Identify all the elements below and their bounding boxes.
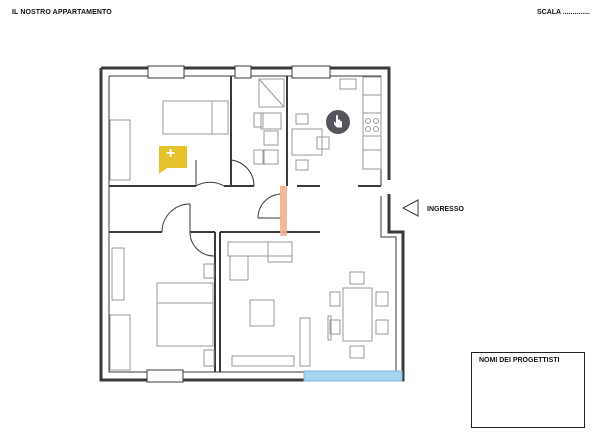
bedroom-1-furniture (109, 100, 229, 181)
window-highlight[interactable] (303, 370, 403, 382)
outer-walls (99, 66, 405, 382)
entrance-label: INGRESSO (427, 206, 464, 213)
entrance-arrow-icon (401, 199, 419, 217)
designers-label: NOMI DEI PROGETTISTI (479, 357, 560, 364)
kitchen-furniture (291, 76, 382, 171)
living-room-furniture (227, 241, 389, 367)
page-title: IL NOSTRO APPARTAMENTO (12, 9, 112, 16)
scale-label: SCALA .............. (536, 9, 590, 16)
tap-gesture-marker[interactable] (326, 110, 350, 134)
partition-highlight[interactable] (280, 186, 287, 236)
hand-pointer-icon (334, 114, 342, 128)
door-swings (161, 159, 283, 257)
hallway-furniture (111, 247, 125, 301)
bedroom-2-furniture (109, 263, 215, 371)
outer-walls-inner (108, 75, 397, 373)
bathroom-fixtures (253, 78, 285, 165)
windows (146, 65, 331, 383)
add-symbol: + (166, 145, 176, 162)
designers-box[interactable]: NOMI DEI PROGETTISTI (471, 352, 585, 428)
add-note-marker[interactable] (159, 146, 187, 174)
